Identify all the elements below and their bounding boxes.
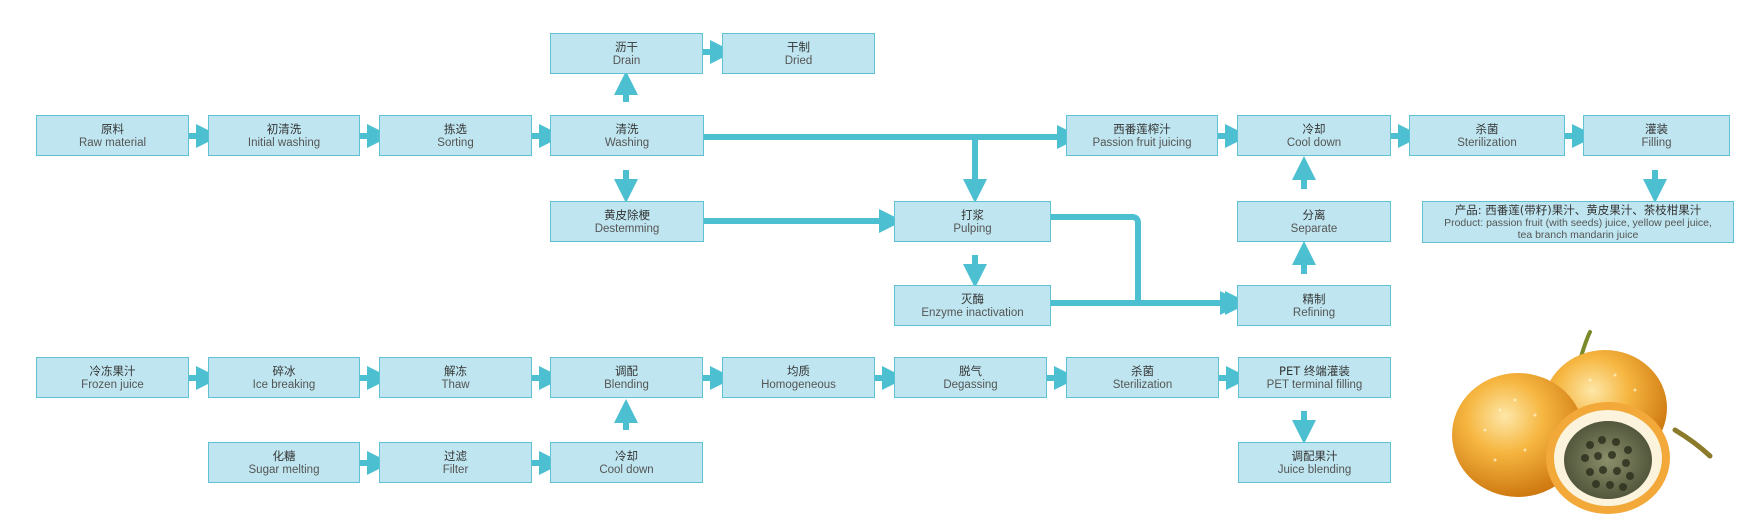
step-label-zh: 精制 (1302, 291, 1326, 306)
step-sterilization-top: 杀菌 Sterilization (1409, 115, 1565, 156)
step-label-en: Raw material (78, 136, 147, 149)
step-label-en: Refining (1292, 306, 1336, 319)
step-label-zh: 调配果汁 (1291, 448, 1338, 463)
step-separate: 分离 Separate (1237, 201, 1391, 242)
product-label-zh: 产品: 西番莲(带籽)果汁、黄皮果汁、茶枝柑果汁 (1454, 202, 1702, 217)
step-label-zh: 脱气 (959, 363, 982, 378)
arrow-pulping-to-refining (1051, 214, 1244, 315)
step-dried: 干制 Dried (722, 33, 875, 74)
step-juice-blending: 调配果汁 Juice blending (1238, 442, 1391, 483)
step-label-en: Initial washing (247, 136, 321, 149)
step-label-zh: 清洗 (615, 121, 639, 136)
step-label-zh: PET 终端灌装 (1279, 363, 1350, 378)
step-label-zh: 均质 (787, 363, 810, 378)
step-label-en: Sugar melting (248, 463, 320, 476)
step-label-zh: 冷却 (1302, 121, 1326, 136)
passion-fruit-image (1452, 330, 1713, 514)
step-label-en: Filling (1641, 136, 1672, 149)
step-refining: 精制 Refining (1237, 285, 1391, 326)
step-label-zh: 过滤 (444, 448, 467, 463)
step-sorting: 拣选 Sorting (379, 115, 532, 156)
step-label-en: Blending (604, 378, 649, 391)
step-label-zh: 调配 (615, 363, 638, 378)
product-box: 产品: 西番莲(带籽)果汁、黄皮果汁、茶枝柑果汁 Product: passio… (1422, 201, 1734, 243)
step-label-en: Cool down (599, 463, 654, 476)
product-label-en-line1: Product: passion fruit (with seeds) juic… (1444, 216, 1712, 229)
step-label-en: Drain (612, 54, 641, 67)
step-label-en: Enzyme inactivation (921, 306, 1024, 319)
step-pulping: 打浆 Pulping (894, 201, 1051, 242)
step-label-zh: 化糖 (272, 448, 296, 463)
step-label-zh: 初清洗 (266, 121, 302, 136)
step-cool-down-top: 冷却 Cool down (1237, 115, 1391, 156)
step-label-zh: 碎冰 (272, 363, 296, 378)
step-label-zh: 灭酶 (961, 291, 984, 306)
step-label-en: Filter (442, 463, 469, 476)
step-label-zh: 灌装 (1645, 121, 1668, 136)
step-label-en: Separate (1290, 222, 1338, 235)
step-label-zh: 杀菌 (1475, 121, 1499, 136)
step-label-zh: 杀菌 (1131, 363, 1154, 378)
step-frozen-juice: 冷冻果汁 Frozen juice (36, 357, 189, 398)
step-label-en: Ice breaking (252, 378, 316, 391)
step-sugar-melting: 化糖 Sugar melting (208, 442, 360, 483)
step-label-en: Destemming (594, 222, 660, 235)
step-label-zh: 解冻 (444, 363, 467, 378)
step-label-en: Degassing (943, 378, 998, 391)
step-drain: 沥干 Drain (550, 33, 703, 74)
step-destemming: 黄皮除梗 Destemming (550, 201, 704, 242)
step-label-en: Frozen juice (81, 378, 144, 391)
step-homogeneous: 均质 Homogeneous (722, 357, 875, 398)
step-blending: 调配 Blending (550, 357, 703, 398)
step-thaw: 解冻 Thaw (379, 357, 532, 398)
step-label-en: Washing (604, 136, 650, 149)
step-label-zh: 冷冻果汁 (89, 363, 136, 378)
step-label-zh: 干制 (787, 39, 810, 54)
step-pet-terminal-filling: PET 终端灌装 PET terminal filling (1238, 357, 1391, 398)
step-label-en: Thaw (441, 378, 470, 391)
step-filling: 灌装 Filling (1583, 115, 1730, 156)
step-label-en: Homogeneous (761, 378, 836, 391)
product-label-en-line2: tea branch mandarin juice (1517, 228, 1639, 241)
step-washing: 清洗 Washing (550, 115, 704, 156)
step-label-zh: 拣选 (444, 121, 467, 136)
step-label-en: Dried (784, 54, 813, 67)
step-label-en: PET terminal filling (1266, 378, 1363, 391)
step-label-zh: 西番莲榨汁 (1113, 121, 1171, 136)
step-raw-material: 原料 Raw material (36, 115, 189, 156)
step-filter: 过滤 Filter (379, 442, 532, 483)
step-label-zh: 冷却 (615, 448, 638, 463)
step-label-en: Sorting (437, 136, 474, 149)
step-passion-fruit-juicing: 西番莲榨汁 Passion fruit juicing (1066, 115, 1218, 156)
step-label-en: Cool down (1286, 136, 1342, 149)
step-initial-washing: 初清洗 Initial washing (208, 115, 360, 156)
step-label-en: Passion fruit juicing (1092, 136, 1192, 149)
step-label-en: Pulping (953, 222, 992, 235)
step-label-zh: 分离 (1302, 207, 1326, 222)
step-label-zh: 打浆 (961, 207, 984, 222)
step-label-zh: 沥干 (615, 39, 638, 54)
step-cool-down-bottom: 冷却 Cool down (550, 442, 703, 483)
step-sterilization-bottom: 杀菌 Sterilization (1066, 357, 1219, 398)
step-label-en: Sterilization (1457, 136, 1517, 149)
step-label-en: Juice blending (1277, 463, 1352, 476)
step-label-zh: 黄皮除梗 (604, 207, 650, 222)
step-label-en: Sterilization (1112, 378, 1173, 391)
step-enzyme-inactivation: 灭酶 Enzyme inactivation (894, 285, 1051, 326)
step-degassing: 脱气 Degassing (894, 357, 1047, 398)
step-label-zh: 原料 (101, 121, 124, 136)
step-ice-breaking: 碎冰 Ice breaking (208, 357, 360, 398)
